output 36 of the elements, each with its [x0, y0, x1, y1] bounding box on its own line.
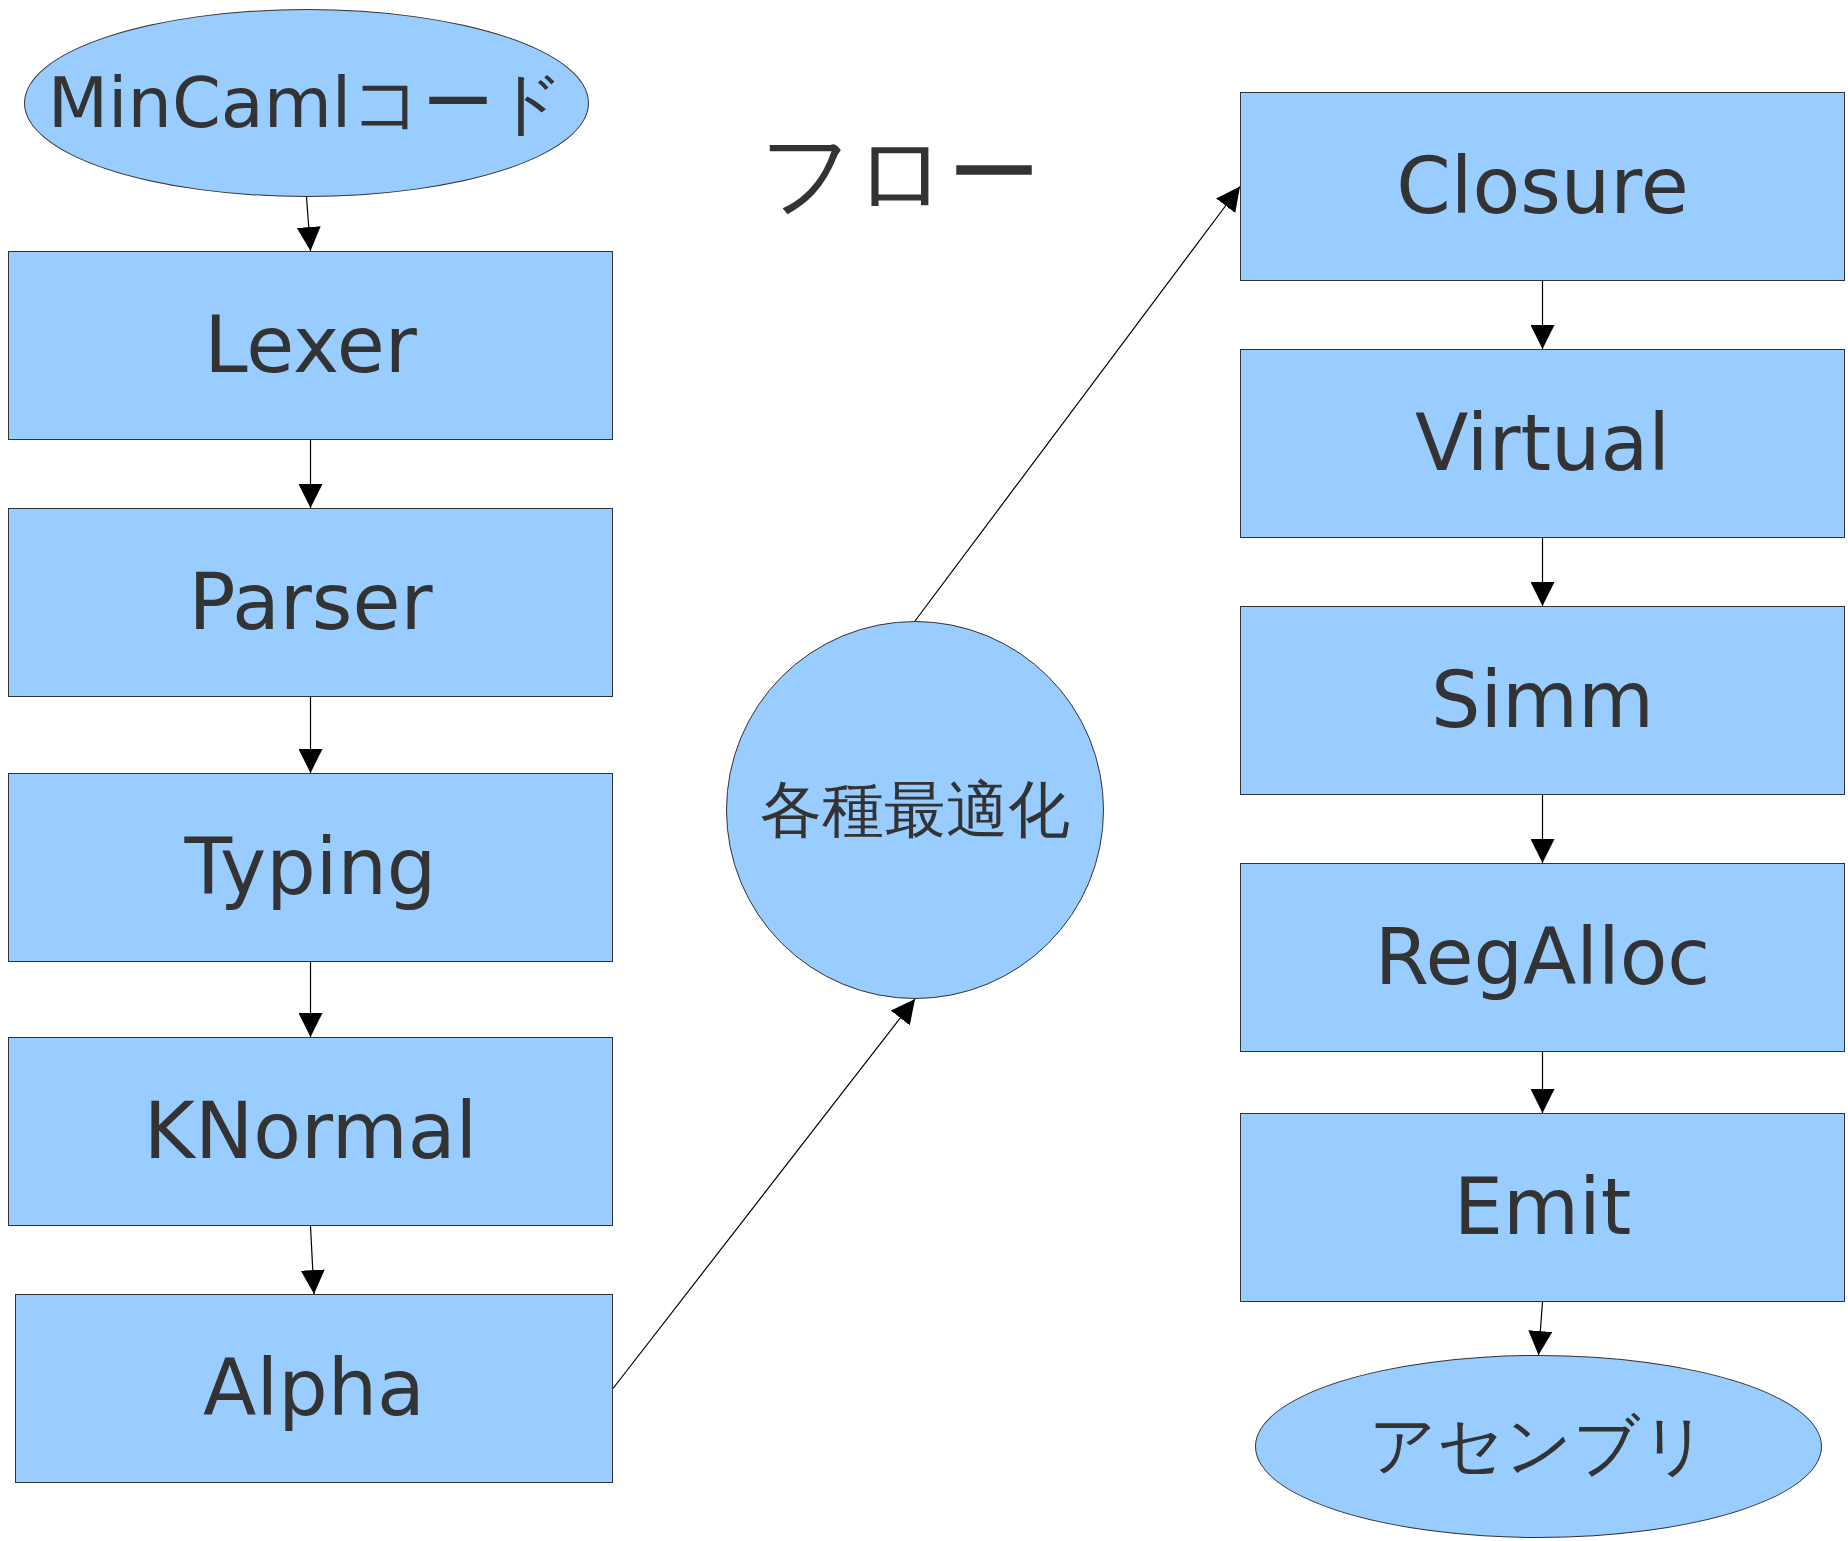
arrow: [298, 439, 323, 509]
arrow: [296, 196, 321, 252]
process-box: [1240, 1113, 1845, 1302]
process-box: [8, 251, 613, 440]
process-box: [8, 508, 613, 697]
arrow: [1530, 1051, 1555, 1114]
node-label: アセンブリ: [1368, 1410, 1709, 1483]
node-label: 各種最適化: [760, 775, 1070, 845]
arrow: [300, 1225, 325, 1295]
process-box: [8, 773, 613, 962]
diagram-title: フロー: [760, 119, 1040, 229]
arrow: [914, 185, 1241, 622]
process-box: [8, 1037, 613, 1226]
node-label: Emit: [1453, 1164, 1632, 1251]
arrow: [1530, 537, 1555, 607]
process-box: [1240, 349, 1845, 538]
arrow: [1530, 280, 1555, 350]
process-box: [1240, 863, 1845, 1052]
node-label: KNormal: [143, 1088, 478, 1175]
node-label: Parser: [188, 559, 433, 646]
node-label: Closure: [1396, 143, 1689, 230]
node-label: MinCamlコード: [47, 64, 566, 142]
node-label: RegAlloc: [1374, 914, 1711, 1001]
process-box: [1240, 92, 1845, 281]
node-label: Alpha: [203, 1345, 425, 1432]
arrow: [612, 998, 916, 1390]
node-label: Virtual: [1415, 400, 1670, 487]
arrow: [298, 961, 323, 1038]
node-label: Typing: [184, 824, 437, 911]
arrow: [1528, 1301, 1553, 1356]
arrow: [298, 696, 323, 774]
node-label: Simm: [1430, 657, 1655, 744]
node-label: Lexer: [204, 302, 417, 389]
process-box: [15, 1294, 613, 1483]
process-box: [1240, 606, 1845, 795]
arrow: [1530, 794, 1555, 864]
